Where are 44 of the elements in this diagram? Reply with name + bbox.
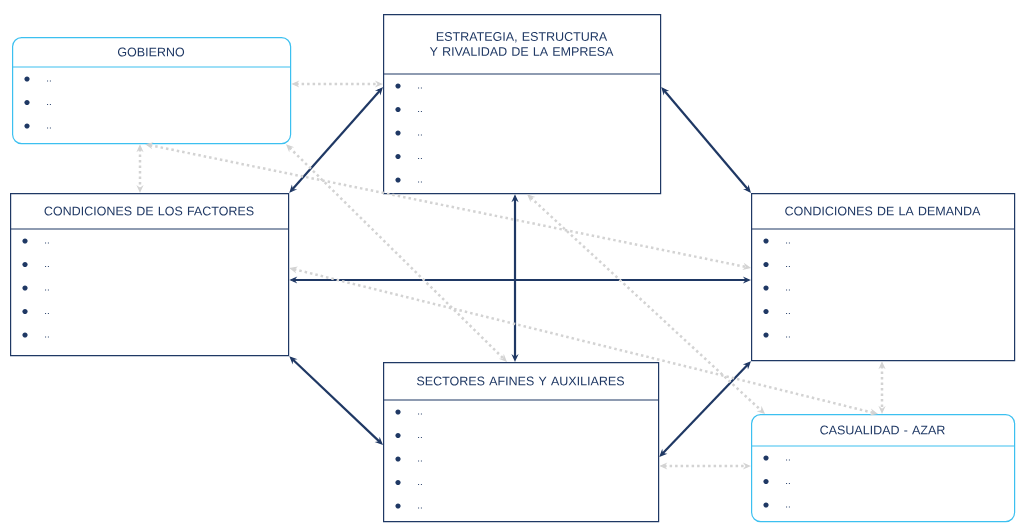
bullet-item: ..	[24, 123, 51, 129]
rounded-box	[750, 414, 1016, 523]
bullet-item: ..	[395, 456, 422, 462]
box-heading: GOBIERNO	[117, 47, 185, 57]
bullet-item: ..	[763, 478, 790, 485]
box-heading: CONDICIONES DE LOS FACTORES	[44, 206, 254, 216]
arrow	[289, 356, 383, 445]
arrow	[659, 361, 751, 457]
arrow	[661, 87, 751, 193]
bullet-item: ..	[24, 99, 51, 106]
factor-box	[382, 362, 660, 523]
arrow	[289, 87, 383, 193]
bullet-item: ..	[763, 261, 790, 268]
factor-box	[750, 193, 1016, 362]
bullet-item: ..	[763, 455, 790, 461]
bullet-item: ..	[395, 106, 422, 113]
box-heading: SECTORES AFINES Y AUXILIARES	[417, 376, 624, 386]
bullet-item: ..	[395, 432, 422, 439]
bullet-item: ..	[24, 76, 51, 82]
arrow	[527, 194, 765, 414]
bullet-item: ..	[22, 308, 49, 315]
bullet-item: ..	[22, 332, 49, 338]
bullet-item: ..	[22, 238, 49, 244]
bullet-item: ..	[395, 177, 422, 183]
rounded-box	[11, 37, 292, 145]
bullet-item: ..	[395, 83, 422, 89]
bullet-item: ..	[763, 238, 790, 244]
bullet-item: ..	[763, 332, 790, 338]
bullet-item: ..	[22, 285, 49, 291]
bullet-item: ..	[395, 409, 422, 415]
bullet-item: ..	[395, 503, 422, 509]
factor-box	[9, 193, 290, 357]
bullet-item: ..	[395, 130, 422, 136]
bullet-item: ..	[22, 261, 49, 268]
bullet-item: ..	[763, 502, 790, 508]
bullet-item: ..	[763, 285, 790, 291]
bullet-item: ..	[395, 153, 422, 160]
box-heading: ESTRATEGIA, ESTRUCTURA Y RIVALIDAD DE LA EMPRESA	[429, 32, 614, 56]
factor-box	[382, 14, 662, 195]
box-heading: CASUALIDAD - AZAR	[820, 425, 945, 435]
arrow	[286, 144, 507, 362]
bullet-item: ..	[763, 308, 790, 315]
bullet-item: ..	[395, 479, 422, 486]
box-heading: CONDICIONES DE LA DEMANDA	[785, 206, 981, 216]
